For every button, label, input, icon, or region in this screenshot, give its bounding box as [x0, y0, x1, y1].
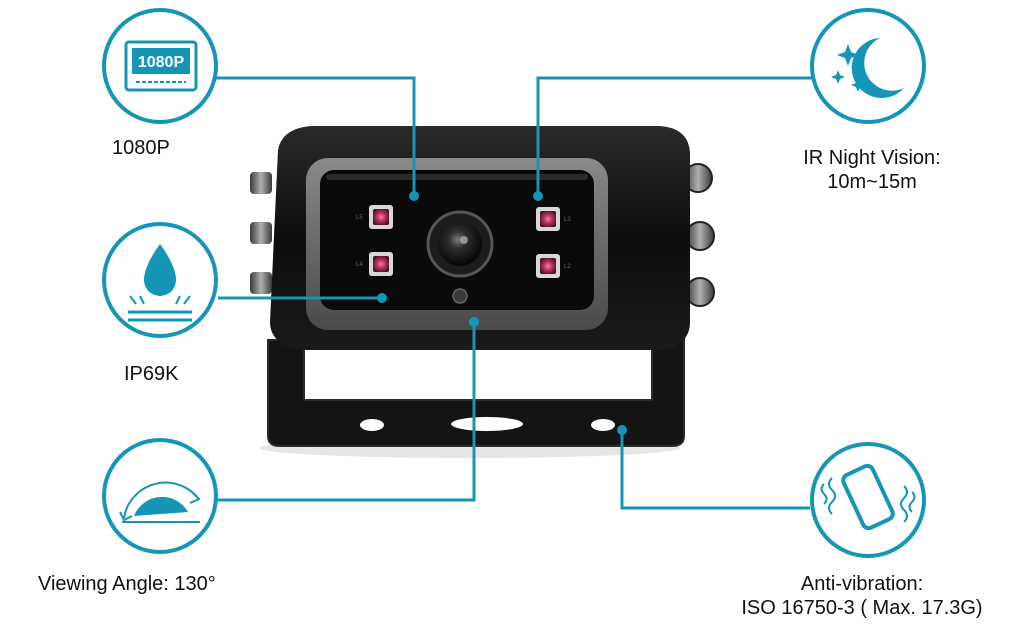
anti-vibration-label: Anti-vibration: ISO 16750-3 ( Max. 17.3G… — [712, 572, 1012, 620]
monitor-1080p-icon: 1080P — [102, 8, 218, 124]
leader-lines — [210, 76, 820, 510]
resolution-label: 1080P — [112, 137, 170, 159]
ir-led — [536, 207, 560, 231]
night-vision-title: IR Night Vision: — [803, 147, 941, 169]
ir-led — [536, 254, 560, 278]
ir-led — [369, 252, 393, 276]
svg-text:1080P: 1080P — [138, 54, 185, 71]
moon-stars-icon — [810, 8, 926, 124]
water-drop-icon — [102, 222, 218, 338]
light-sensor — [452, 288, 468, 304]
ir-led — [369, 205, 393, 229]
led-label: L2 — [564, 264, 571, 270]
camera-image: L5 L4 L3 L2 — [250, 126, 715, 458]
anti-vibration-title: Anti-vibration: — [800, 573, 924, 595]
led-label: L5 — [356, 215, 363, 221]
angle-arc-icon — [102, 438, 218, 554]
waterproof-label: IP69K — [124, 363, 179, 385]
anti-vibration-standard: ISO 16750-3 ( Max. 17.3G) — [741, 597, 983, 619]
night-vision-range: 10m~15m — [827, 171, 917, 193]
night-vision-label: IR Night Vision: 10m~15m — [772, 146, 972, 194]
vibrating-phone-icon — [810, 442, 926, 558]
led-label: L4 — [356, 262, 363, 268]
led-label: L3 — [564, 217, 571, 223]
viewing-angle-label: Viewing Angle: 130° — [38, 573, 216, 595]
